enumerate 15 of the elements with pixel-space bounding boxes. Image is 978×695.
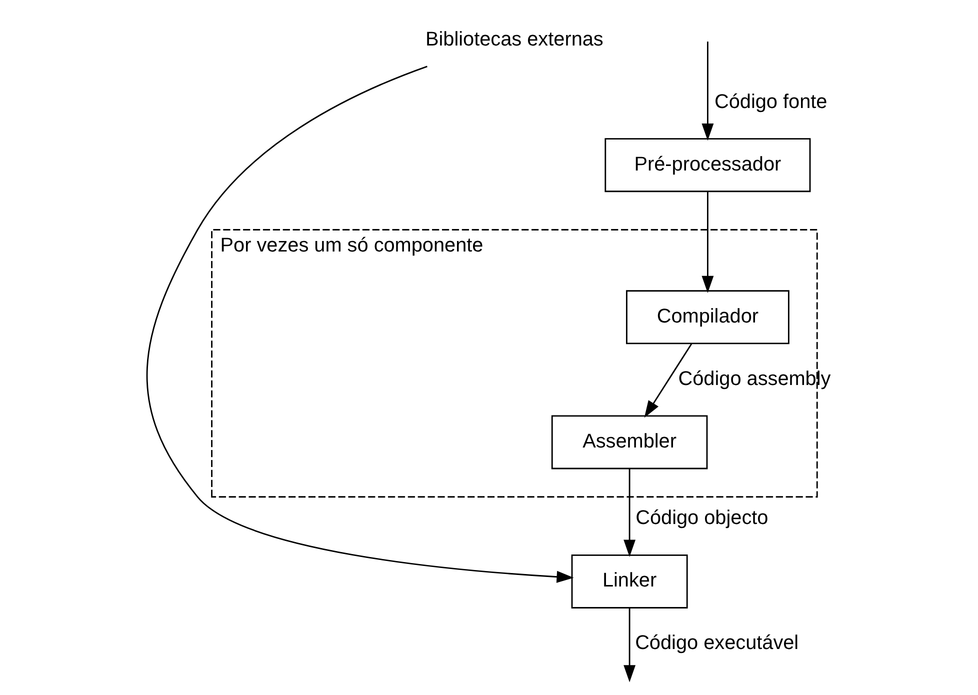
arrow: [644, 344, 692, 418]
node-box: Compilador: [626, 290, 790, 344]
edge-label: Código objecto: [636, 507, 768, 530]
node-box: Pré-processador: [604, 138, 811, 192]
arrow: [146, 66, 574, 583]
arrow: [624, 468, 636, 557]
arrow: [702, 42, 714, 141]
edge-label: Código assembly: [678, 368, 831, 390]
edge-label: Código executável: [635, 632, 799, 654]
node-box: Linker: [571, 554, 688, 608]
arrow: [702, 192, 714, 293]
arrow: [624, 608, 636, 682]
edge-label: Código fonte: [714, 90, 828, 113]
node-box: Assembler: [551, 415, 708, 470]
node-text: Bibliotecas externas: [426, 28, 604, 50]
